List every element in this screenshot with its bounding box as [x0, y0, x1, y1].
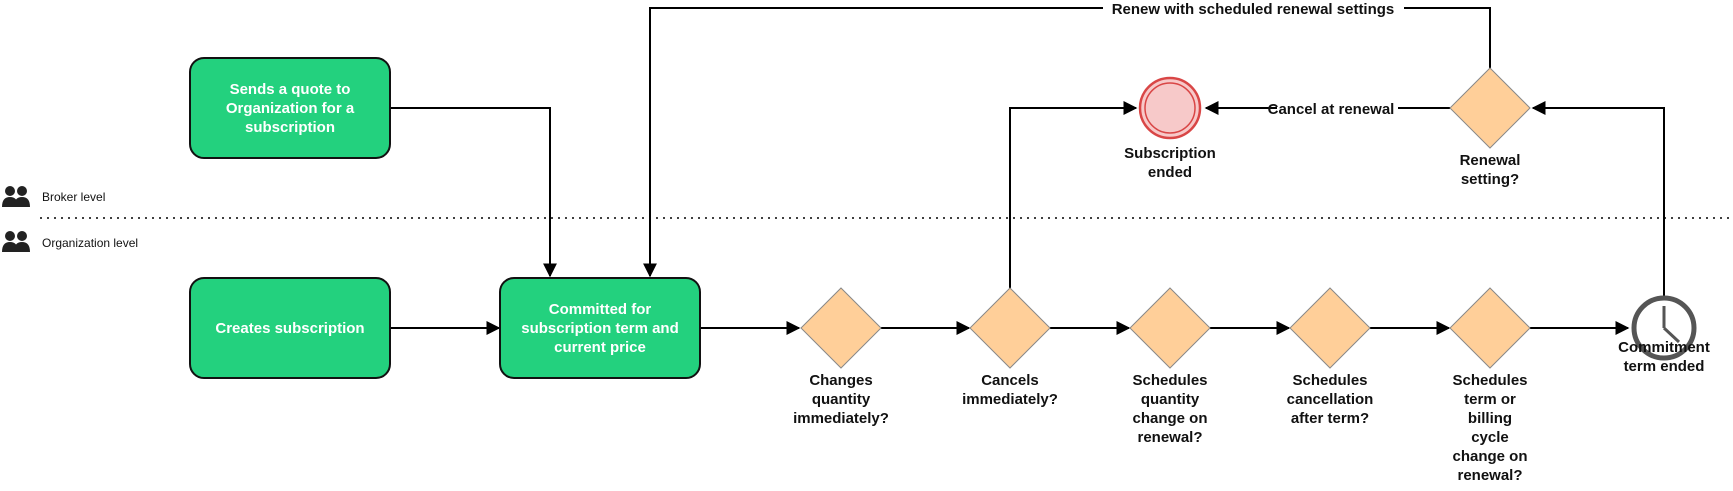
decision-changes-quantity[interactable] — [800, 287, 882, 369]
edge-renew-loop — [650, 7, 1491, 276]
clock-icon[interactable] — [1631, 295, 1697, 361]
label-line: Sends a quote to — [230, 81, 351, 98]
label-line: renewal? — [1137, 429, 1202, 446]
label-line: subscription term and — [521, 320, 679, 337]
decision-changes-quantity-label: Changes quantity immediately? — [793, 372, 889, 427]
label-line: Committed for — [549, 301, 652, 318]
label-line: Schedules — [1452, 372, 1527, 389]
decision-schedules-term-label: Schedules term or billing cycle change on ren… — [1452, 372, 1527, 484]
label-line: renewal? — [1457, 467, 1522, 484]
label-line: immediately? — [793, 410, 889, 427]
activity-committed[interactable] — [499, 277, 701, 379]
end-event-subscription-ended[interactable] — [1138, 76, 1202, 140]
label-line: Commitment — [1618, 339, 1710, 356]
decision-schedules-cancellation[interactable] — [1289, 287, 1371, 369]
activity-creates-subscription[interactable] — [189, 277, 391, 379]
label-line: Creates subscription — [215, 320, 364, 337]
label-line: quantity — [812, 391, 871, 408]
label-line: Schedules — [1292, 372, 1367, 389]
edge-label-renew: Renew with scheduled renewal settings — [1112, 1, 1395, 18]
label-line: cancellation — [1287, 391, 1374, 408]
decision-renewal-setting-label: Renewal setting? — [1460, 152, 1521, 188]
lane-label-organization: Organization level — [42, 236, 138, 250]
decision-schedules-quantity-label: Schedules quantity change on renewal? — [1132, 372, 1207, 446]
label-line: ended — [1148, 164, 1192, 181]
users-icon — [2, 186, 30, 207]
label-line: Subscription — [1124, 145, 1216, 162]
label-line: Schedules — [1132, 372, 1207, 389]
activity-committed-label: Committed for subscription term and curren… — [521, 301, 679, 356]
label-line: change on — [1132, 410, 1207, 427]
decision-cancels-immediately[interactable] — [969, 287, 1051, 369]
label-line: Cancels — [981, 372, 1039, 389]
edge-timer-to-renewal — [1531, 101, 1665, 296]
decision-cancels-immediately-label: Cancels immediately? — [962, 372, 1058, 408]
label-line: term ended — [1624, 358, 1705, 375]
label-line: change on — [1452, 448, 1527, 465]
edge-quote-to-committed — [390, 107, 557, 278]
label-line: setting? — [1461, 171, 1519, 188]
label-line: after term? — [1291, 410, 1369, 427]
edge-label-cancel-at-renewal: Cancel at renewal — [1268, 101, 1395, 118]
timer-commitment-term-ended-label: Commitment term ended — [1618, 339, 1710, 375]
label-line: subscription — [245, 119, 335, 136]
decision-renewal-setting[interactable] — [1449, 67, 1531, 149]
activity-sends-quote[interactable] — [189, 57, 391, 159]
label-line: quantity — [1141, 391, 1200, 408]
activity-sends-quote-label: Sends a quote to Organization for a subscr… — [226, 81, 355, 136]
lane-label-broker: Broker level — [42, 190, 105, 204]
activity-creates-subscription-label: Creates subscription — [215, 320, 364, 337]
label-line: immediately? — [962, 391, 1058, 408]
label-line: Changes — [809, 372, 872, 389]
end-event-subscription-ended-label: Subscription ended — [1124, 145, 1216, 181]
label-line: Organization for a — [226, 100, 355, 117]
label-line: current price — [554, 339, 646, 356]
decision-schedules-term[interactable] — [1449, 287, 1531, 369]
users-icon — [2, 231, 30, 252]
edge-cancels-to-ended — [1009, 101, 1138, 288]
label-line: term or — [1464, 391, 1516, 408]
label-line: cycle — [1471, 429, 1509, 446]
decision-schedules-quantity[interactable] — [1129, 287, 1211, 369]
label-line: billing — [1468, 410, 1512, 427]
label-line: Renewal — [1460, 152, 1521, 169]
decision-schedules-cancellation-label: Schedules cancellation after term? — [1287, 372, 1374, 427]
